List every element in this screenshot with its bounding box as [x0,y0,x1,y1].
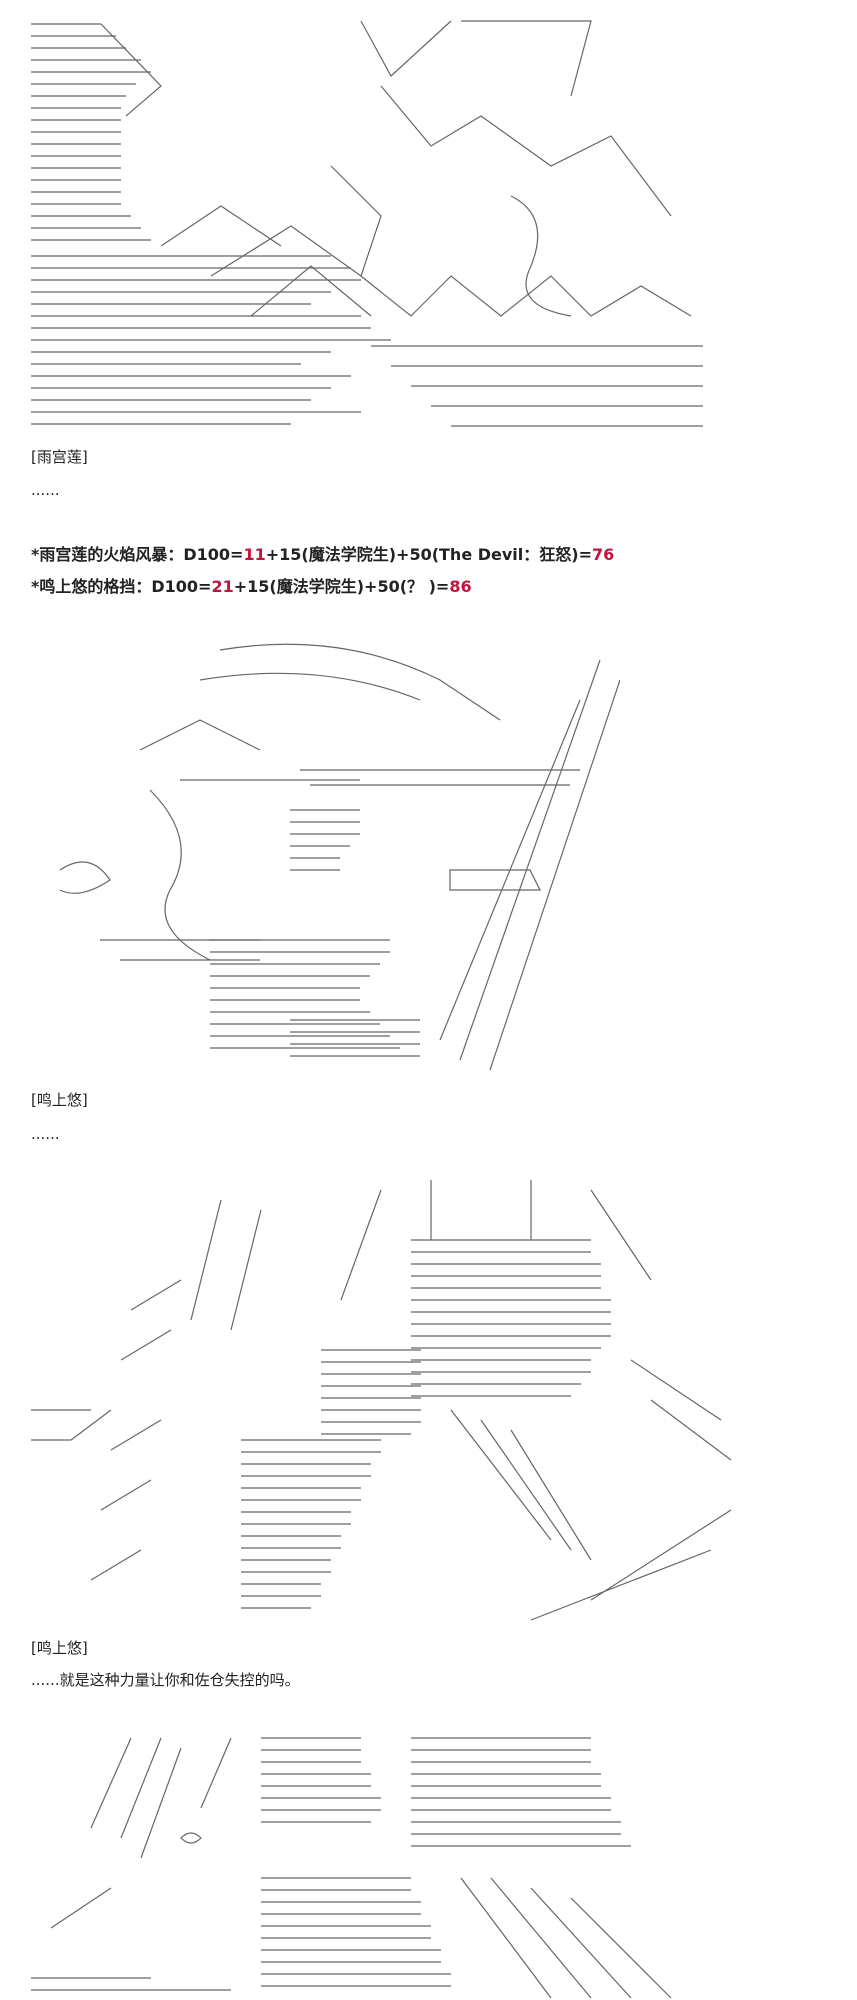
ascii-art-panel-4 [31,1728,721,2000]
roll-modifiers: +15(魔法学院生)+50(The Devil：狂怒)= [265,545,592,564]
speaker-label: [鸣上悠] [31,1091,88,1109]
roll-die-value: 21 [211,577,234,596]
ascii-art-panel-1 [31,16,703,441]
ascii-art-panel-2 [60,640,620,1080]
speaker-label: [鸣上悠] [31,1639,88,1657]
dice-roll-line: *雨宫莲的火焰风暴：D100=11+15(魔法学院生)+50(The Devil… [31,545,614,565]
roll-total: 76 [592,545,615,564]
roll-modifiers: +15(魔法学院生)+50(？ )= [233,577,450,596]
roll-die-value: 11 [243,545,266,564]
dialogue-line: ...... [31,481,60,499]
roll-prefix: *雨宫莲的火焰风暴：D100= [31,545,244,564]
dialogue-line: ...... [31,1125,60,1143]
roll-prefix: *鸣上悠的格挡：D100= [31,577,212,596]
speaker-label: [雨宫莲] [31,448,88,466]
ascii-art-panel-3 [31,1180,741,1630]
roll-total: 86 [449,577,472,596]
dice-roll-line: *鸣上悠的格挡：D100=21+15(魔法学院生)+50(？ )=86 [31,577,472,597]
dialogue-line: ......就是这种力量让你和佐仓失控的吗。 [31,1671,300,1689]
